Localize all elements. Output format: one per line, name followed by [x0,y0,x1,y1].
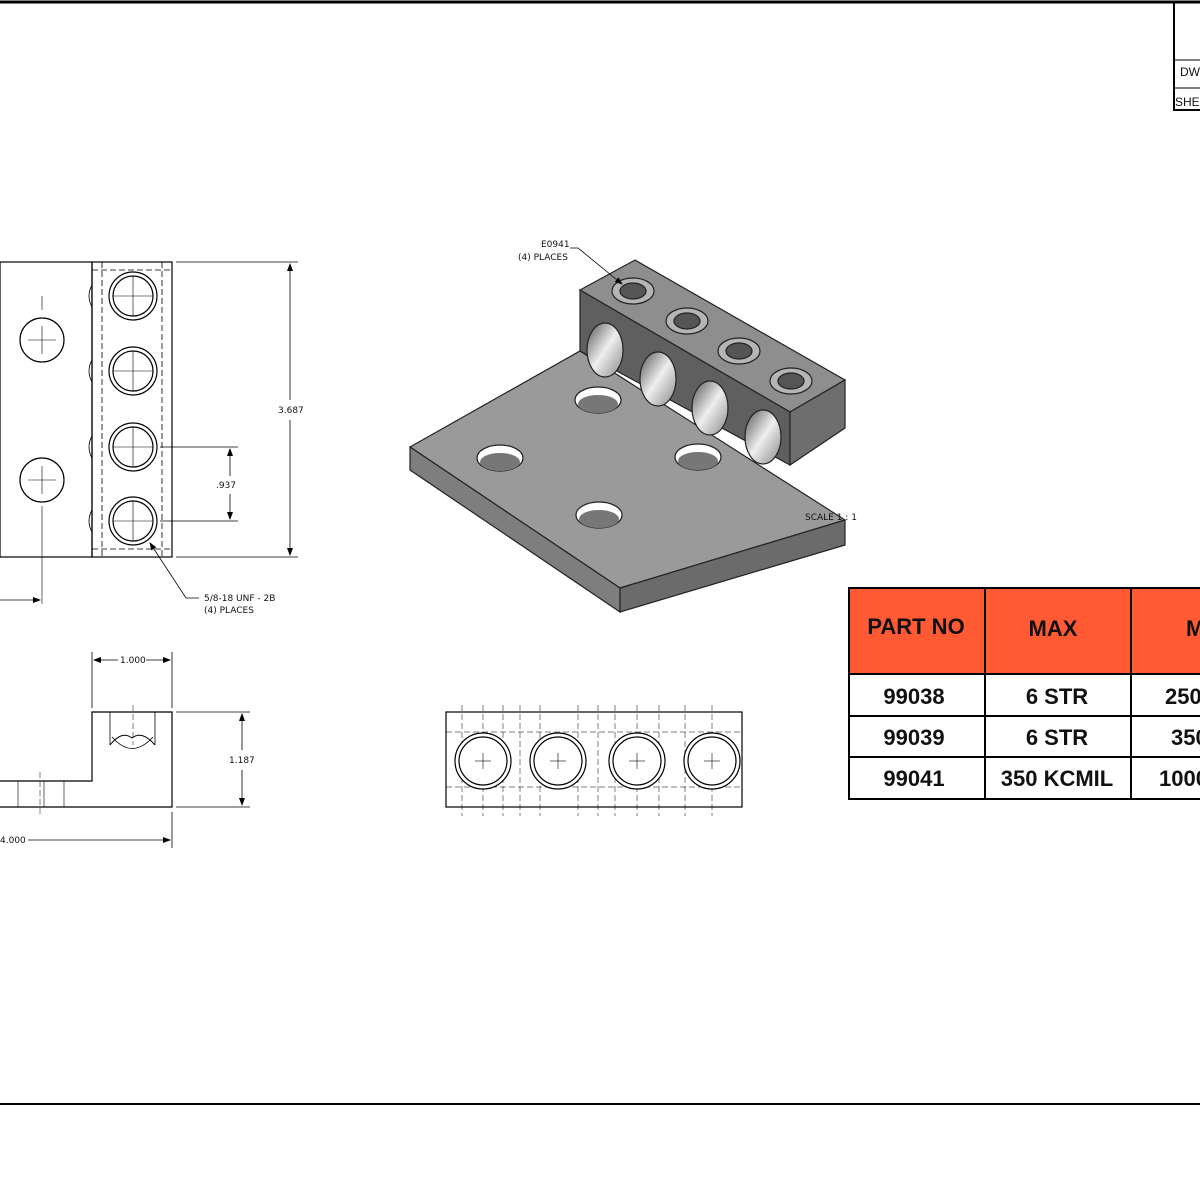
dim-side-height [176,711,250,808]
thread-callout-line2: (4) PLACES [204,606,254,616]
thread-callout-leader [149,542,199,599]
dim-top-width [91,652,173,708]
dim-length [28,812,173,848]
dim-overall-height-label: 3.687 [278,406,304,416]
dim-overall-height [176,261,298,558]
mounting-hole [19,457,65,604]
table-cell: 350 [1171,725,1200,750]
threaded-hole [108,346,158,396]
table-header-bg [849,588,1200,674]
table-cell: 99041 [883,766,944,791]
table-header-min: M [1186,616,1200,641]
side-view [0,705,173,817]
table-cell: 99039 [883,725,944,750]
table-cell: 99038 [883,684,944,709]
threaded-hole [108,422,158,472]
screw-callout-line2: (4) PLACES [518,253,568,263]
dim-hole-spacing [160,446,238,522]
scale-label: SCALE 1 : 1 [805,513,857,523]
title-block: DW SHE [1173,1,1200,111]
table-header-max: MAX [1029,616,1078,641]
dim-hole-spacing-label: .937 [216,481,236,491]
sheet-label: SHE [1175,95,1200,109]
table-cell: 1000 [1159,766,1200,791]
isometric-view [408,259,847,614]
table-cell: 250 [1165,684,1200,709]
part-table: PART NO MAX M 99038 6 STR 250 99039 6 ST… [848,587,1200,800]
front-view [0,261,173,604]
threaded-hole [108,496,158,546]
table-header-part-no: PART NO [867,614,964,639]
table-cell: 350 KCMIL [1001,766,1113,791]
dwg-label: DW [1180,65,1200,79]
dim-side-height-label: 1.187 [229,756,255,766]
screw-callout-leader [570,247,623,285]
threaded-hole [108,271,158,321]
table-cell: 6 STR [1026,684,1088,709]
sheet-border [0,0,1200,1105]
table-cell: 6 STR [1026,725,1088,750]
mounting-hole [19,296,65,363]
dim-top-width-label: 1.000 [120,656,146,666]
dim-length-label: 4.000 [0,836,26,846]
screw-callout-line1: E0941 [541,240,570,250]
top-view [445,705,743,816]
thread-callout-line1: 5/8-18 UNF - 2B [204,594,275,604]
